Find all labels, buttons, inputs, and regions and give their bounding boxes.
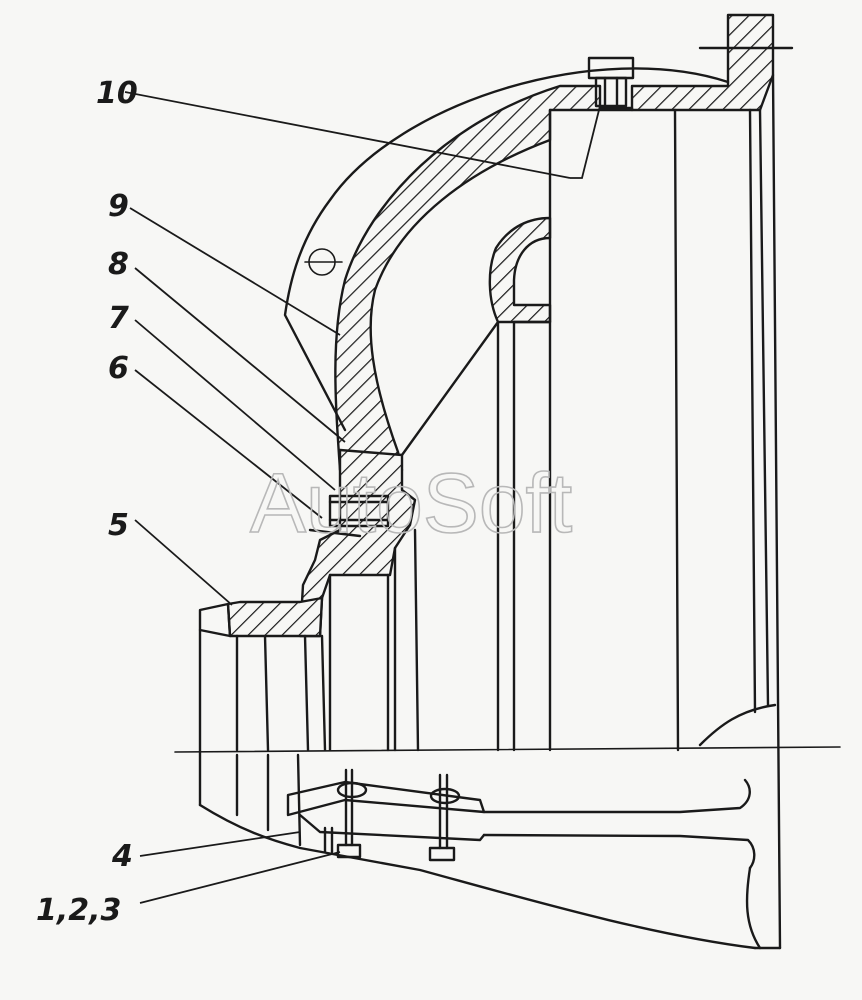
middle-joint bbox=[298, 448, 420, 752]
leader-lines bbox=[124, 91, 601, 904]
cylinder-body bbox=[400, 73, 782, 950]
lower-flange bbox=[198, 596, 327, 807]
bracket-bolts bbox=[323, 768, 461, 862]
housing-cover-shell bbox=[283, 67, 730, 472]
top-bolt bbox=[587, 56, 635, 108]
callout-5: 5 bbox=[108, 508, 129, 543]
callout-7: 7 bbox=[108, 301, 129, 336]
callout-8: 8 bbox=[108, 247, 129, 282]
centerline bbox=[174, 746, 841, 753]
housing-top-flange bbox=[630, 13, 794, 112]
inner-rim bbox=[488, 216, 552, 324]
bottom-bracket bbox=[198, 703, 782, 950]
callout-1-2-3: 1,2,3 bbox=[36, 893, 121, 928]
watermark: AutoSoft bbox=[250, 456, 572, 550]
callout-10: 10 bbox=[96, 76, 138, 111]
callout-9: 9 bbox=[108, 189, 129, 224]
callout-6: 6 bbox=[108, 351, 129, 386]
callout-4: 4 bbox=[111, 839, 133, 874]
